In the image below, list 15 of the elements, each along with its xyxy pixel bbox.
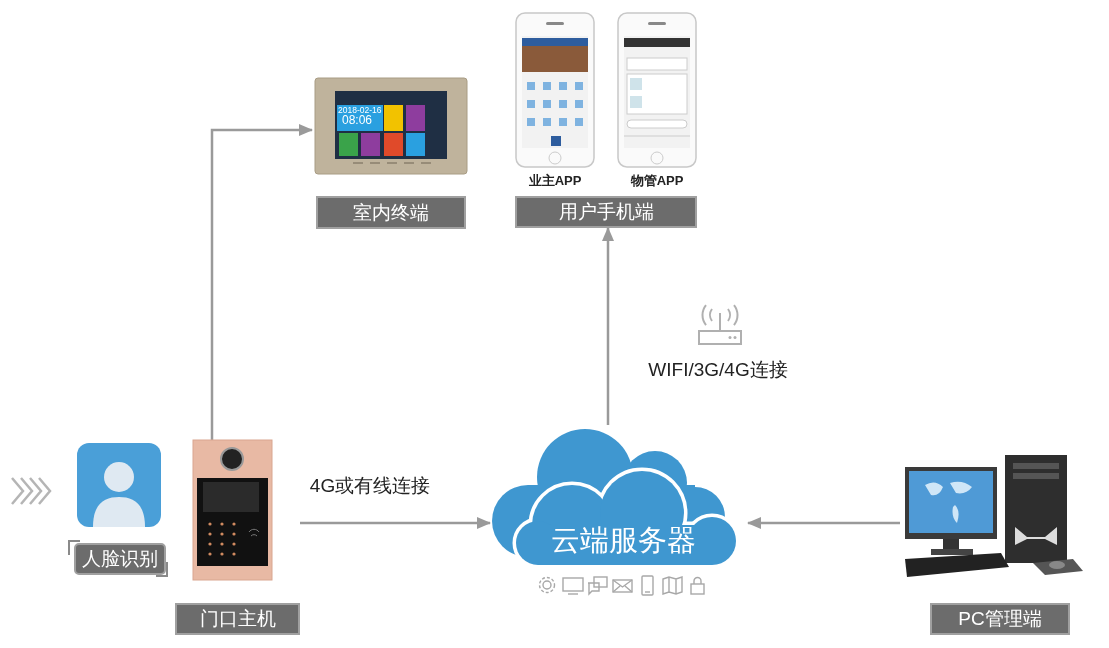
- arrow: [747, 517, 900, 529]
- arrow: [602, 227, 614, 425]
- caption-bar: 用户手机端: [515, 196, 697, 228]
- phone-caption: 业主APP: [527, 172, 583, 190]
- cloud-label: 云端服务器: [549, 523, 697, 558]
- caption-bar: 室内终端: [316, 196, 466, 229]
- arrow: [300, 517, 491, 529]
- chevron-arrow: [10, 476, 52, 506]
- caption-bar: 门口主机: [175, 603, 300, 635]
- clock-text: 08:06: [342, 113, 373, 127]
- arrow: [210, 124, 313, 440]
- caption-bar: PC管理端: [930, 603, 1070, 635]
- phone-caption: 物管APP: [629, 172, 685, 190]
- caption-bar: 人脸识别: [74, 543, 166, 575]
- date-text: 2018-02-16: [338, 105, 382, 115]
